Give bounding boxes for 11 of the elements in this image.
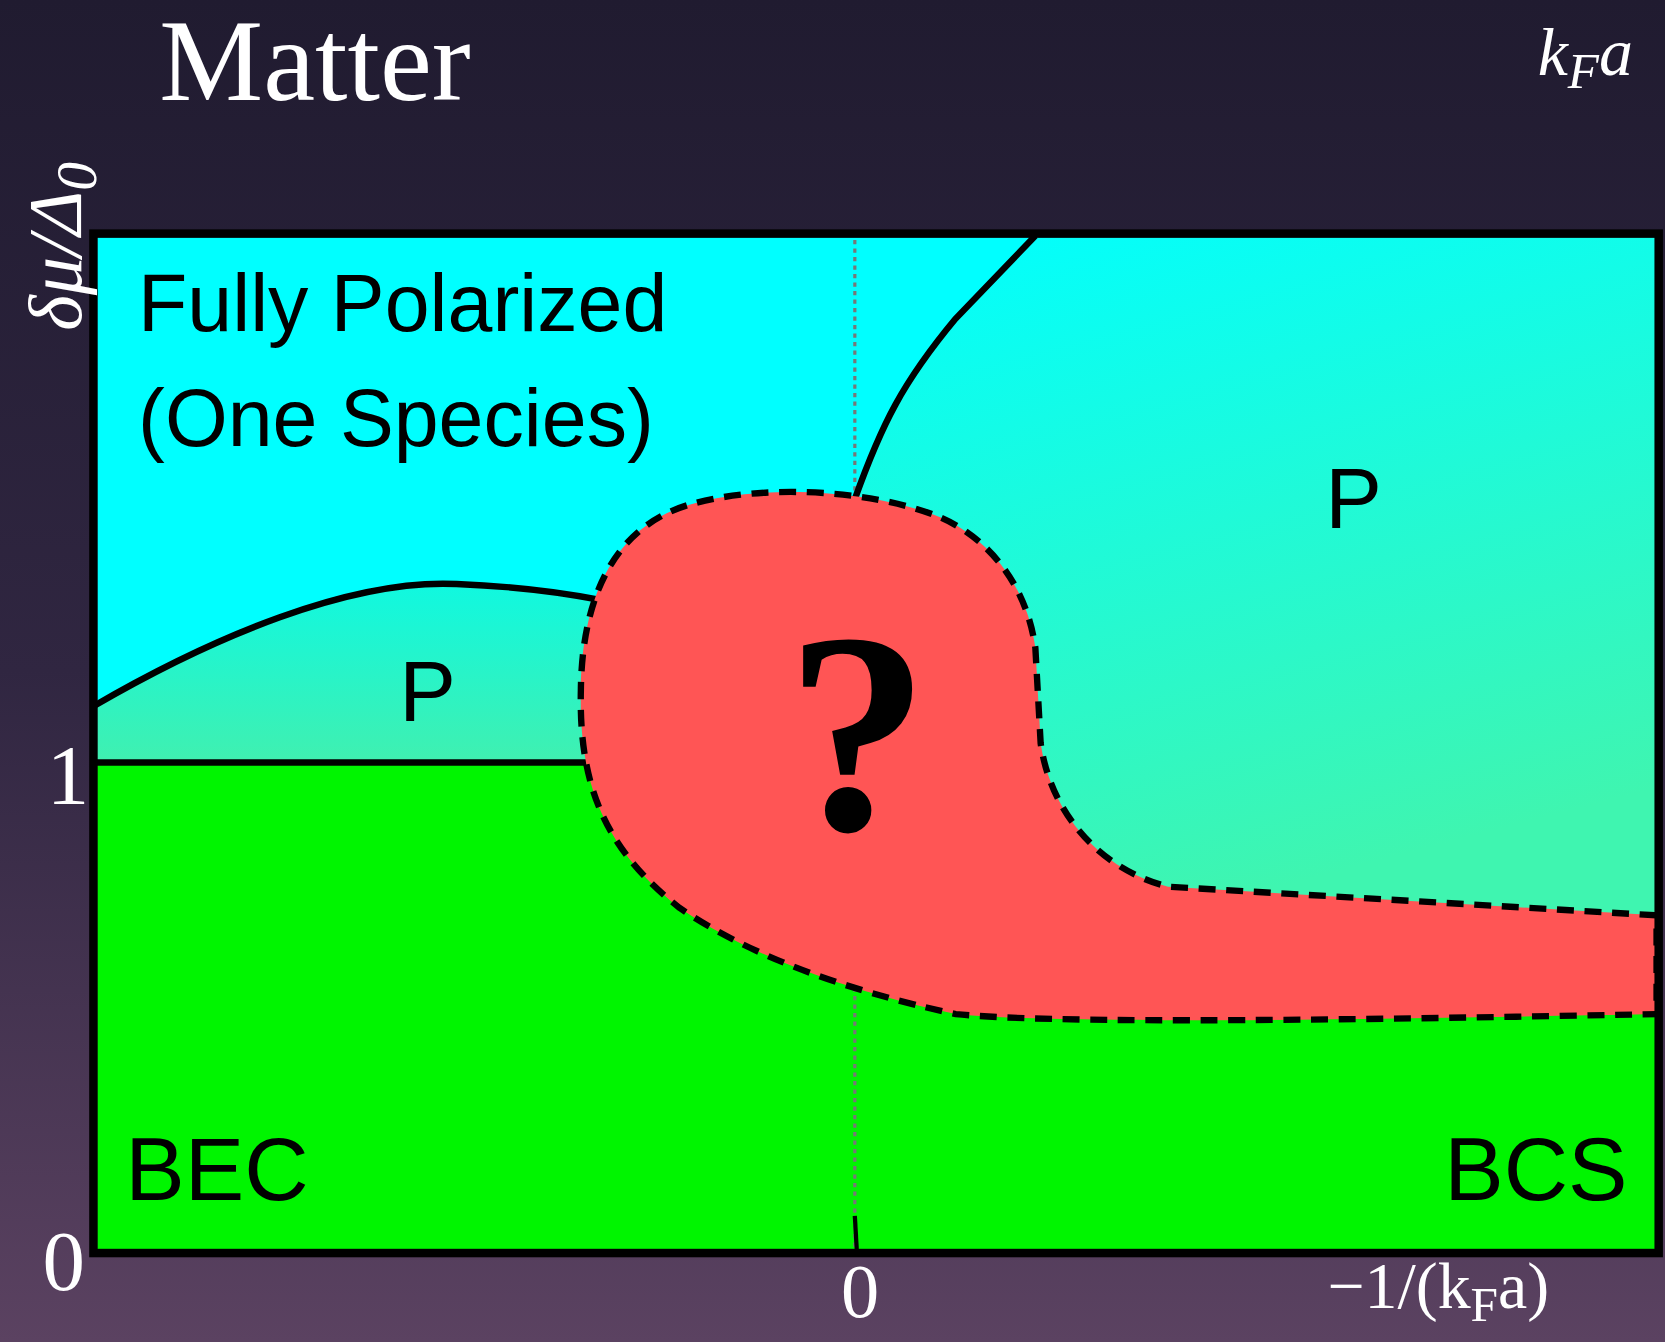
tick-label: 0 <box>42 1213 85 1311</box>
tick-label: 1 <box>46 727 90 824</box>
region-label: BEC <box>125 1118 309 1222</box>
tick-label: 0 <box>841 1253 880 1330</box>
axis-label: k$_{F}$a <box>1537 13 1633 101</box>
slide-title: Matter <box>159 2 471 119</box>
region-label: BCS <box>1444 1118 1628 1222</box>
region-label: P <box>1325 450 1382 548</box>
region-label: P <box>399 643 456 742</box>
region-label: Fully Polarized (One Species) <box>138 257 669 465</box>
question-mark: ? <box>785 573 930 892</box>
